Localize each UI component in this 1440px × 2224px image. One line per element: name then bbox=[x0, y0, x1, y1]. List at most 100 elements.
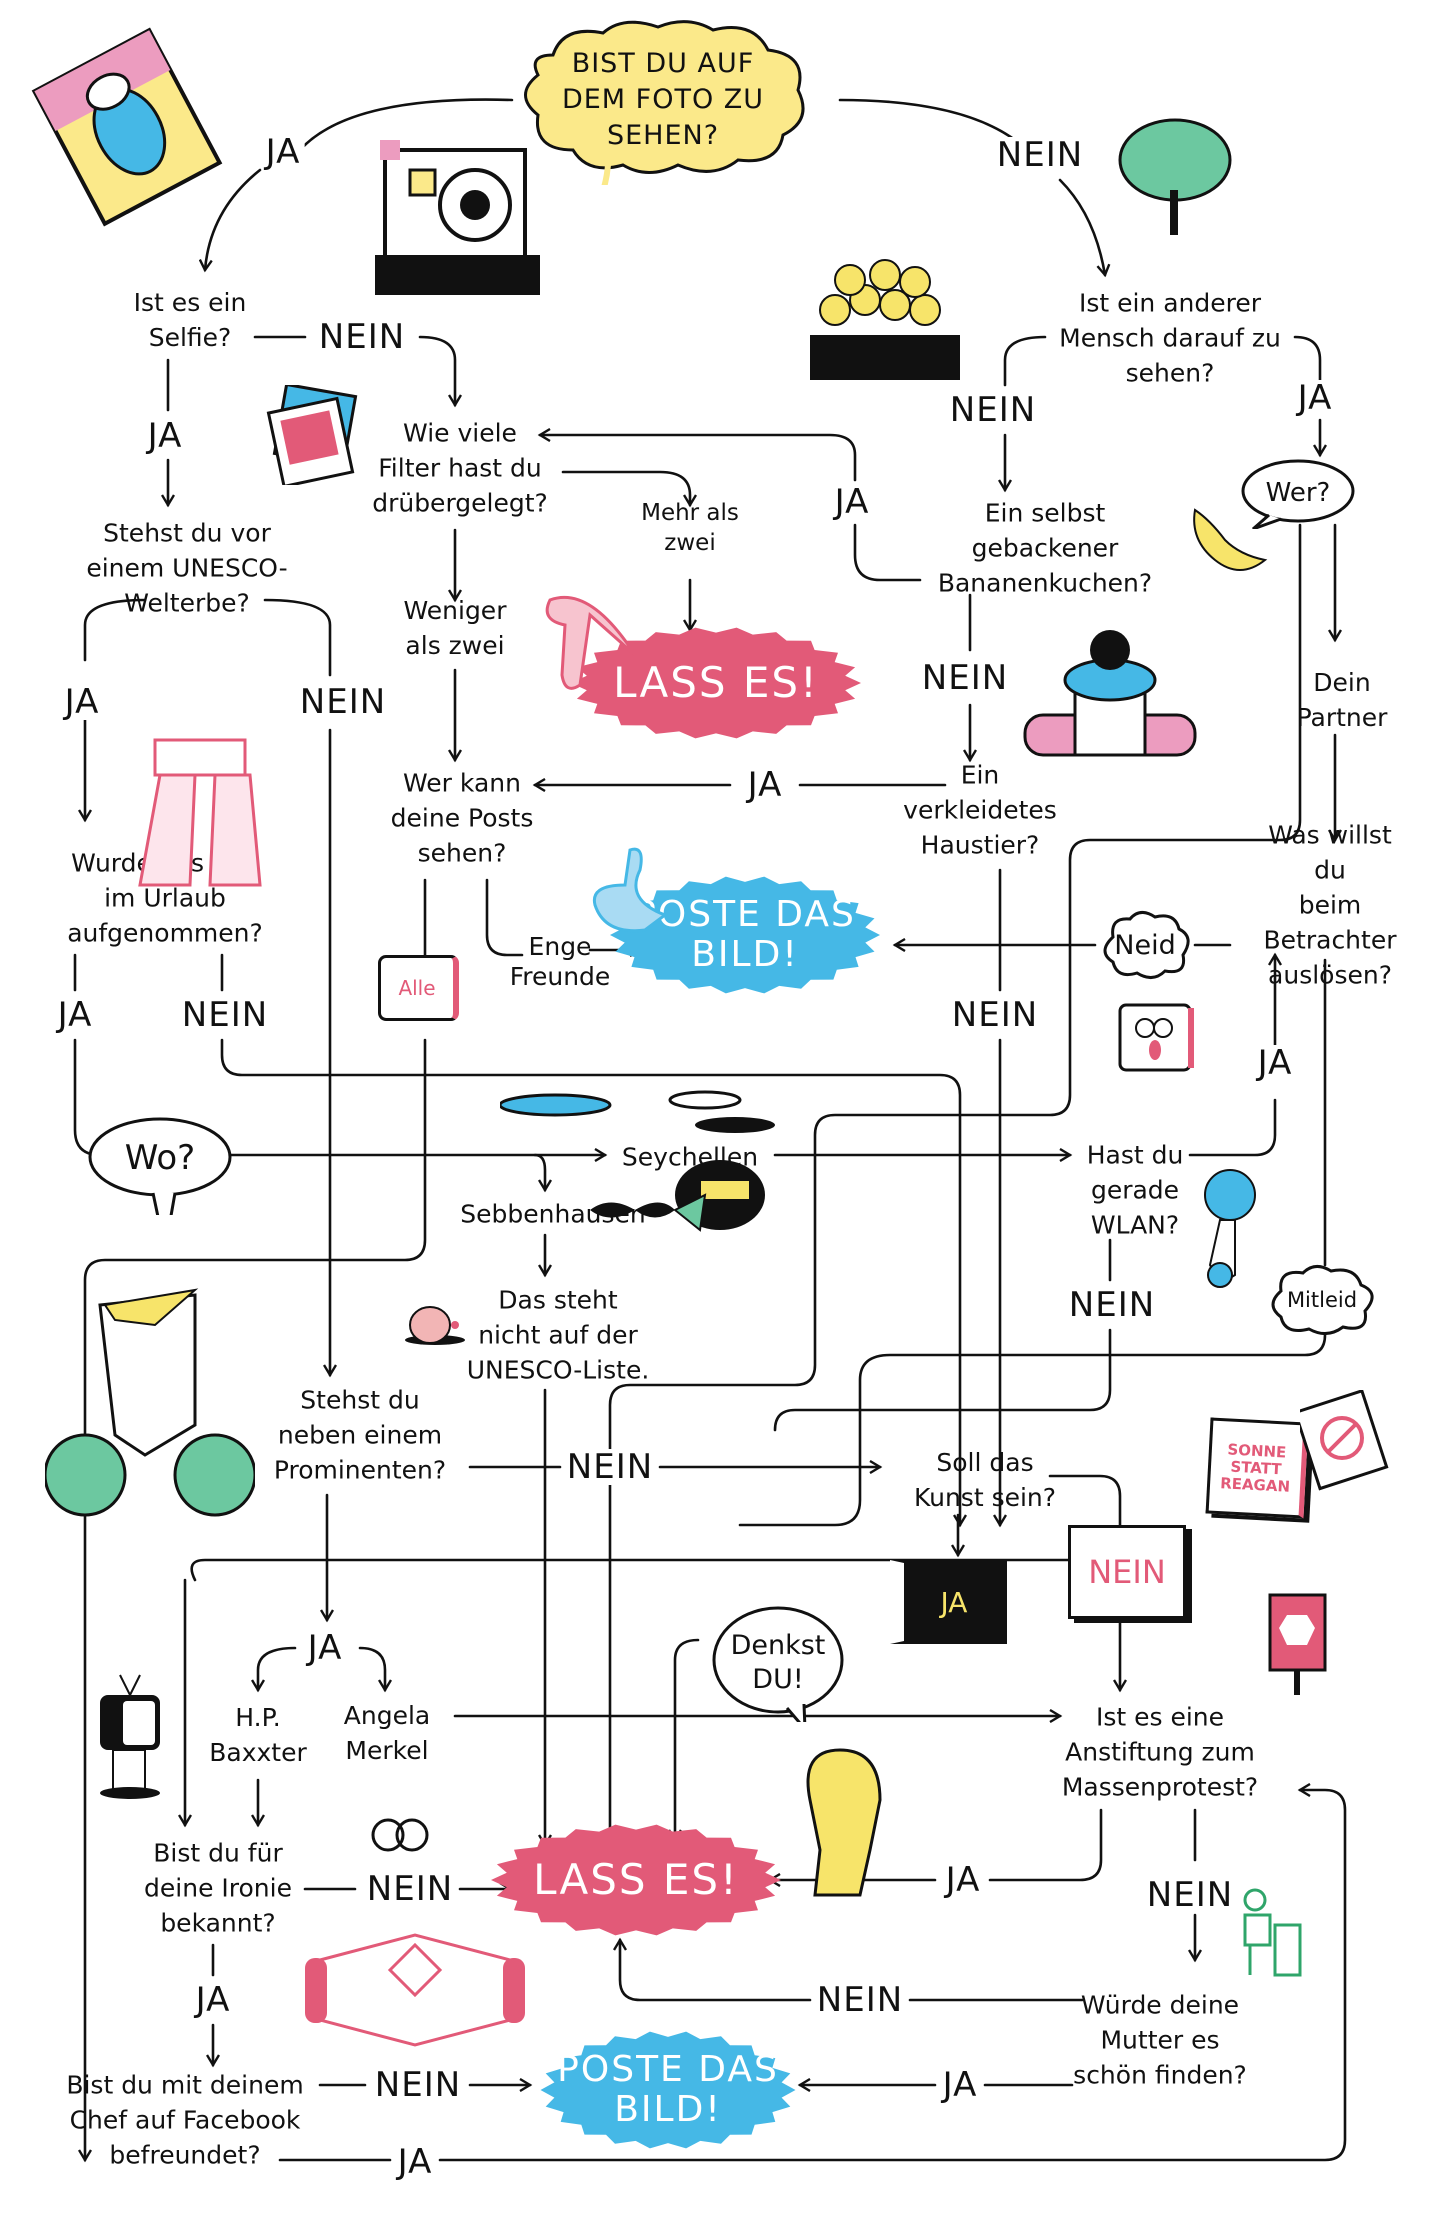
question-urlaub: Wurde das Bild im Urlaub aufgenommen? bbox=[67, 848, 263, 948]
edge-nein-start: NEIN bbox=[992, 137, 1088, 173]
face-icon bbox=[1118, 118, 1232, 235]
question-selfie: Ist es ein Selfie? bbox=[133, 288, 247, 352]
green-head-illustration bbox=[1110, 95, 1240, 269]
question-haustier: Ein verkleidetes Haustier? bbox=[903, 760, 1057, 860]
speech-bubble-shape bbox=[1241, 459, 1355, 529]
sign-protest: SONNE STATT REAGAN bbox=[1205, 1417, 1309, 1519]
start-question-text: BIST DU AUF DEM FOTO ZU SEHEN? bbox=[561, 48, 765, 151]
question-prominent: Stehst du neben einem Prominenten? bbox=[273, 1385, 447, 1485]
cloud-shape bbox=[1103, 911, 1190, 979]
outcome-lass-es-top: LASS ES! bbox=[571, 627, 861, 739]
question-wer-kann: Wer kann deine Posts sehen? bbox=[390, 768, 534, 868]
edge-nein-prominent: NEIN bbox=[562, 1449, 658, 1485]
answer-nicht-unesco: Das steht nicht auf der UNESCO-Liste. bbox=[466, 1285, 650, 1385]
desk-person-illustration bbox=[1235, 1880, 1305, 1984]
cupcake-dog-illustration bbox=[995, 620, 1225, 794]
framed-portrait-icon bbox=[31, 27, 223, 227]
outcome-lass-es-bottom: LASS ES! bbox=[491, 1824, 781, 1936]
edge-ja-wlan: JA bbox=[1253, 1045, 1297, 1081]
protest-sign-stop bbox=[1265, 1590, 1345, 1704]
bubble-wer: Wer? bbox=[1239, 457, 1357, 529]
edge-ja-chef: JA bbox=[393, 2144, 437, 2180]
starburst-red bbox=[571, 627, 861, 739]
glasses-illustration bbox=[370, 1815, 430, 1859]
speech-bubble-shape bbox=[88, 1117, 232, 1215]
edge-ja-haustier: JA bbox=[743, 767, 787, 803]
dj-fish-illustration bbox=[580, 1140, 780, 1244]
edge-ja-urlaub: JA bbox=[53, 997, 97, 1033]
question-filter: Wie viele Filter hast du drübergelegt? bbox=[372, 418, 548, 518]
answer-alle-tablet: Alle bbox=[378, 955, 459, 1021]
edge-nein-ironie: NEIN bbox=[362, 1871, 458, 1907]
merkel-hands-illustration bbox=[300, 1930, 530, 2054]
edge-ja-anderer: JA bbox=[1293, 380, 1337, 416]
blob-creature-illustration bbox=[400, 1300, 470, 1354]
sign-nein-red: NEIN bbox=[1068, 1525, 1186, 1619]
portrait-illustration bbox=[22, 22, 232, 236]
edge-nein-urlaub: NEIN bbox=[177, 997, 273, 1033]
edge-nein-chef: NEIN bbox=[370, 2067, 466, 2103]
banana-icon bbox=[1193, 508, 1268, 571]
cloud-shapes-icon bbox=[498, 1090, 775, 1133]
stop-sign-icon bbox=[1268, 1593, 1327, 1695]
edge-nein-unesco: NEIN bbox=[295, 684, 391, 720]
tv-robot-icon bbox=[100, 1674, 160, 1799]
polaroid-stack-illustration bbox=[265, 382, 365, 489]
edge-nein-anstiftung: NEIN bbox=[1142, 1877, 1238, 1913]
answer-mehr-als-zwei: Mehr als zwei bbox=[641, 500, 739, 556]
fist-illustration bbox=[790, 1740, 900, 1904]
blue-hair-illustration bbox=[1190, 1165, 1260, 1299]
answer-enge-freunde: Enge Freunde bbox=[509, 932, 611, 991]
edge-ja-ironie: JA bbox=[191, 1982, 235, 2018]
cake-icon bbox=[810, 259, 960, 380]
edge-ja-start: JA bbox=[261, 134, 305, 170]
edge-nein-mutter: NEIN bbox=[812, 1982, 908, 2018]
question-wlan: Hast du gerade WLAN? bbox=[1086, 1140, 1184, 1240]
sign-ja-black: JA bbox=[890, 1560, 1007, 1644]
tablet-face-icon bbox=[1118, 1003, 1194, 1072]
edge-ja-anstiftung: JA bbox=[941, 1862, 985, 1898]
answer-alle: Alle bbox=[398, 976, 436, 1000]
banana-illustration bbox=[1185, 500, 1275, 604]
cloud-shape bbox=[1271, 1265, 1374, 1335]
creature-icon bbox=[405, 1306, 465, 1345]
question-betrachter: Was willst du beim Betrachter auslösen? bbox=[1263, 820, 1397, 990]
edge-ja-unesco: JA bbox=[60, 684, 104, 720]
bubble-mitleid: Mitleid bbox=[1263, 1261, 1381, 1339]
question-ironie: Bist du für deine Ironie bekannt? bbox=[144, 1838, 292, 1938]
fish-sunglasses-icon bbox=[590, 1160, 765, 1232]
photos-icon bbox=[266, 382, 358, 489]
starburst-blue bbox=[610, 876, 880, 994]
ipad-face-illustration bbox=[1115, 1000, 1200, 1084]
stonehenge-illustration bbox=[125, 735, 275, 899]
question-kunst: Soll das Kunst sein? bbox=[913, 1448, 1057, 1512]
no-entry-icon bbox=[1293, 1388, 1389, 1491]
person-at-desk-icon bbox=[1243, 1888, 1302, 1977]
thumb-down-illustration bbox=[540, 585, 640, 699]
starburst-blue bbox=[540, 2031, 796, 2149]
edge-nein-wlan: NEIN bbox=[1064, 1287, 1160, 1323]
banana-cake-illustration bbox=[800, 250, 970, 404]
question-unesco: Stehst du vor einem UNESCO- Welterbe? bbox=[86, 518, 288, 618]
thumbs-down-icon bbox=[545, 595, 637, 690]
protest-sign-no-symbol bbox=[1293, 1388, 1395, 1504]
thumb-up-illustration bbox=[585, 845, 675, 939]
question-anstiftung: Ist es eine Anstiftung zum Massenprotest… bbox=[1061, 1702, 1259, 1802]
question-bananenkuchen: Ein selbst gebackener Bananenkuchen? bbox=[937, 498, 1153, 598]
dog-cupcake-icon bbox=[1023, 630, 1197, 757]
punk-woman-illustration bbox=[43, 1285, 257, 1529]
diamond-hands-icon bbox=[305, 1933, 525, 2047]
bubble-wo: Wo? bbox=[85, 1115, 235, 1215]
question-chef: Bist du mit deinem Chef auf Facebook bef… bbox=[66, 2070, 304, 2170]
edge-nein-anderer: NEIN bbox=[945, 392, 1041, 428]
edge-ja-prominent: JA bbox=[303, 1630, 347, 1666]
question-mutter: Würde deine Mutter es schön finden? bbox=[1073, 1990, 1247, 2090]
edge-nein-haustier: NEIN bbox=[947, 997, 1043, 1033]
starburst-red bbox=[491, 1824, 781, 1936]
question-anderer-mensch: Ist ein anderer Mensch darauf zu sehen? bbox=[1059, 288, 1281, 388]
edge-ja-selfie: JA bbox=[143, 418, 187, 454]
answer-angela-merkel: Angela Merkel bbox=[343, 1701, 431, 1765]
person-blue-hair-icon bbox=[1204, 1169, 1256, 1288]
edge-ja-mutter: JA bbox=[938, 2067, 982, 2103]
